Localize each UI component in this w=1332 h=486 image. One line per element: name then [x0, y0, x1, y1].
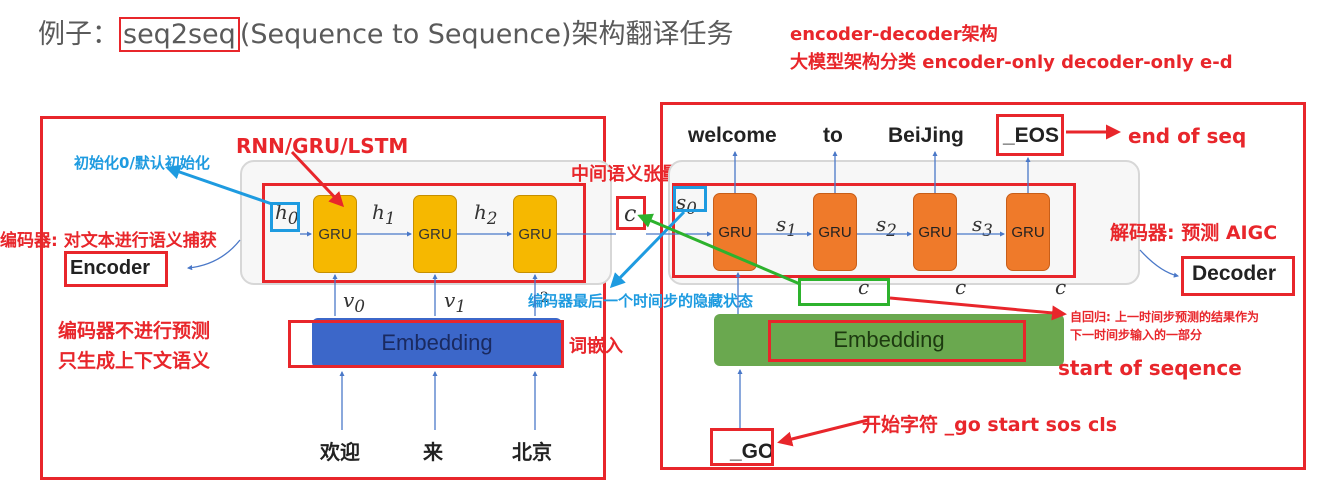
state-s1: s1: [776, 212, 797, 240]
word-huanying: 欢迎: [320, 440, 360, 464]
init-state-box: [270, 202, 300, 232]
state-s2: s2: [876, 212, 897, 240]
note-start-of-seq: start of seqence: [1058, 356, 1242, 380]
note-encoder-role: 编码器: 对文本进行语义捕获: [0, 231, 217, 251]
encoder-gru-highlight: [262, 183, 586, 283]
page-title: 例子：seq2seq(Sequence to Sequence)架构翻译任务: [38, 17, 734, 52]
note-autoregress-1: 自回归: 上一时间步预测的结果作为: [1070, 310, 1259, 324]
encoder-label-box: [64, 251, 168, 287]
note-rnn: RNN/GRU/LSTM: [236, 134, 409, 158]
encoder-label: Encoder: [70, 257, 151, 279]
go-token-box: [710, 428, 774, 466]
hidden-h0: h0: [275, 200, 299, 228]
note-start-token: 开始字符 _go start sos cls: [862, 414, 1118, 436]
note-encoder-no-predict-1: 编码器不进行预测: [58, 320, 211, 342]
encoder-frame: [40, 116, 606, 480]
hidden-h1: h1: [372, 200, 396, 228]
input-v0: v0: [343, 288, 365, 316]
encoder-embedding: Embedding: [312, 318, 562, 368]
note-categories: 大模型架构分类 encoder-only decoder-only e-d: [790, 52, 1233, 73]
decoder-context-green-box: [798, 278, 890, 306]
decoder-context-c1: c: [858, 275, 870, 299]
blue-annotation-arrows: [165, 164, 686, 289]
encoder-gru-1: GRU: [313, 195, 357, 273]
encoder-embedding-highlight: [288, 320, 564, 368]
decoder-gru-4: GRU: [1006, 193, 1050, 271]
input-v1: v1: [444, 288, 466, 316]
decoder-init-state-box: [673, 186, 707, 212]
encoder-gru-3: GRU: [513, 195, 557, 273]
eos-box: [996, 114, 1064, 156]
word-beijing: 北京: [512, 440, 552, 464]
output-to: to: [823, 124, 843, 147]
green-annotation-arrow: [637, 213, 801, 286]
word-lai: 来: [423, 440, 443, 464]
output-eos: _EOS: [1003, 124, 1060, 147]
note-last-hidden: 编码器最后一个时间步的隐藏状态: [528, 292, 754, 310]
decoder-context-c2: c: [955, 275, 967, 299]
state-s3: s3: [972, 212, 993, 240]
note-decoder-role: 解码器: 预测 AIGC: [1110, 222, 1278, 244]
seq2seq-highlight: seq2seq: [119, 17, 240, 52]
note-encoder-no-predict-2: 只生成上下文语义: [58, 350, 211, 372]
decoder-context-c3: c: [1055, 275, 1067, 299]
output-beijing: BeiJing: [888, 124, 964, 147]
output-welcome: welcome: [688, 124, 777, 147]
context-c: c: [624, 202, 637, 227]
context-c-box: [616, 196, 646, 230]
encoder-gru-2: GRU: [413, 195, 457, 273]
go-token: _GO: [730, 440, 775, 463]
note-autoregress-2: 下一时间步输入的一部分: [1070, 328, 1203, 342]
red-annotation-arrows: [290, 124, 1121, 447]
decoder-label: Decoder: [1192, 262, 1277, 285]
input-v2-sub: 2: [540, 290, 549, 306]
decoder-label-box: [1181, 256, 1295, 296]
decoder-embedding-highlight: [768, 320, 1026, 362]
note-arch: encoder-decoder架构: [790, 24, 998, 45]
decoder-frame: [660, 102, 1306, 470]
decoder-gru-2: GRU: [813, 193, 857, 271]
hidden-h2: h2: [474, 200, 498, 228]
decoder-flow-lines: [646, 150, 1180, 428]
decoder-gru-3: GRU: [913, 193, 957, 271]
encoder-flow-lines: [186, 231, 616, 430]
state-s0: s0: [676, 190, 697, 218]
note-word-embedding: 词嵌入: [569, 336, 623, 357]
note-end-of-seq: end of seq: [1128, 124, 1247, 148]
